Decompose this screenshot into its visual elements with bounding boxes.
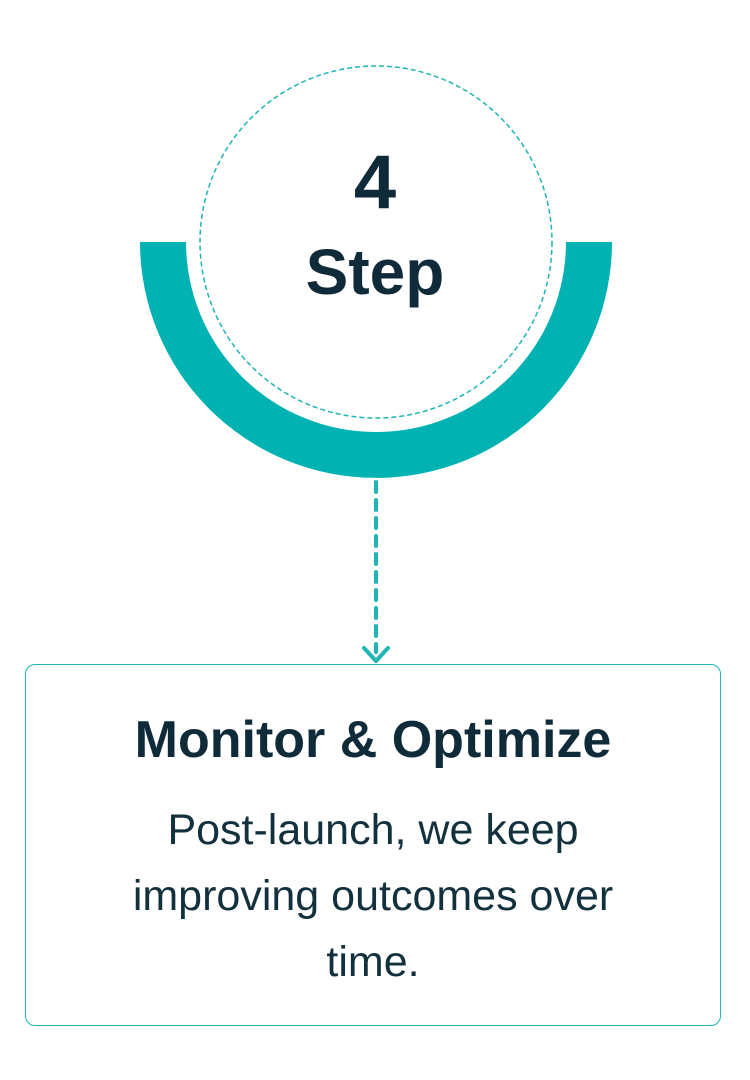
step-label: Step xyxy=(305,236,445,308)
card-description: Post-launch, we keep improving outcomes … xyxy=(132,806,614,986)
step-card: Monitor & Optimize Post-launch, we keep … xyxy=(25,664,721,1026)
step-graphic xyxy=(140,65,612,663)
step-number: 4 xyxy=(353,140,397,225)
card-title: Monitor & Optimize xyxy=(134,711,612,769)
arrow-down-icon xyxy=(362,646,390,663)
step-dashed-circle xyxy=(199,65,553,419)
step-arc xyxy=(140,242,612,478)
